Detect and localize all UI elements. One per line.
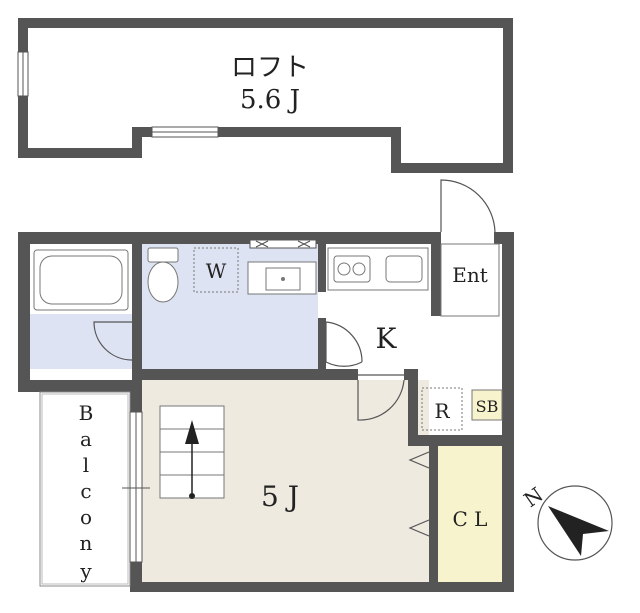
- washer-label: W: [206, 259, 227, 283]
- shoe-box: SB: [471, 389, 503, 421]
- kitchen-label: K: [376, 322, 398, 355]
- balcony-letter-6: y: [79, 559, 92, 583]
- main-room-size: 5 J: [261, 480, 299, 513]
- refrigerator-label: R: [434, 399, 450, 423]
- balcony-letter-3: c: [80, 479, 91, 503]
- north-arrow: [548, 506, 609, 556]
- sink: [247, 261, 317, 295]
- refrigerator-space: R: [421, 387, 463, 431]
- balcony-letter-4: o: [80, 505, 92, 529]
- loft-ladder: [159, 405, 225, 499]
- main-walls: [18, 232, 514, 592]
- balcony-letter-2: l: [83, 453, 89, 477]
- kitchen-counter: [327, 247, 429, 291]
- bathtub: [33, 249, 129, 311]
- balcony-letter-5: n: [80, 531, 93, 555]
- bathroom-floor: [30, 314, 132, 369]
- loft-area: ロフト 5.6 J: [17, 18, 513, 173]
- closet-floor: [438, 446, 502, 582]
- bathroom-door: [93, 321, 133, 361]
- loft-name: ロフト: [231, 53, 309, 83]
- closet-label: C L: [453, 507, 488, 531]
- washer-space: W: [193, 247, 239, 293]
- shoe-box-label: SB: [476, 397, 499, 416]
- entrance-door: [440, 179, 496, 233]
- main-room-door: [357, 374, 405, 421]
- washroom-window: [249, 239, 317, 249]
- balcony: B a l c o n y: [39, 391, 150, 587]
- toilet: [147, 247, 179, 303]
- entrance: Ent: [440, 179, 500, 317]
- compass: N: [519, 482, 613, 561]
- entrance-label: Ent: [452, 263, 488, 287]
- loft-size: 5.6 J: [240, 85, 300, 115]
- balcony-letter-0: B: [79, 401, 94, 425]
- closet: C L: [408, 451, 488, 537]
- balcony-letter-1: a: [80, 427, 92, 451]
- washroom-door: [325, 321, 363, 367]
- loft-wall: [18, 18, 513, 173]
